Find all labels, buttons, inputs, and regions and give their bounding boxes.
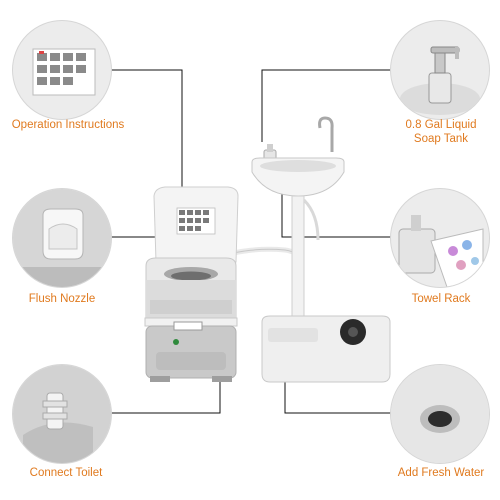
label-add-fresh-water: Add Fresh Water [397,467,485,479]
flush-nozzle-icon [13,189,111,287]
callout-flush-nozzle [12,188,112,288]
toilet-lid [153,186,239,263]
soap-pump-icon [400,46,480,115]
callout-operation-instructions [12,20,112,120]
callout-add-fresh-water [390,364,490,464]
callout-towel-rack [390,188,490,288]
instruction-sheet-icon [32,48,96,96]
callout-soap-tank [390,20,490,120]
towel-rack-icon [398,215,484,287]
sink-stand [251,116,391,383]
label-soap-tank: 0.8 Gal Liquid Soap Tank [382,118,500,146]
line-operation-instructions [108,69,183,188]
label-connect-toilet: Connect Toilet [29,467,103,479]
hose-connector-icon [13,365,111,463]
water-inlet-icon [391,365,489,463]
label-operation-instructions: Operation Instructions [11,119,125,131]
label-towel-rack: Towel Rack [411,293,471,305]
line-soap-tank [261,69,392,142]
label-soap-tank-line2: Soap Tank [413,133,469,145]
label-flush-nozzle: Flush Nozzle [28,293,96,305]
toilet-body [144,257,238,382]
label-soap-tank-line1: 0.8 Gal Liquid [405,119,477,131]
callout-connect-toilet [12,364,112,464]
